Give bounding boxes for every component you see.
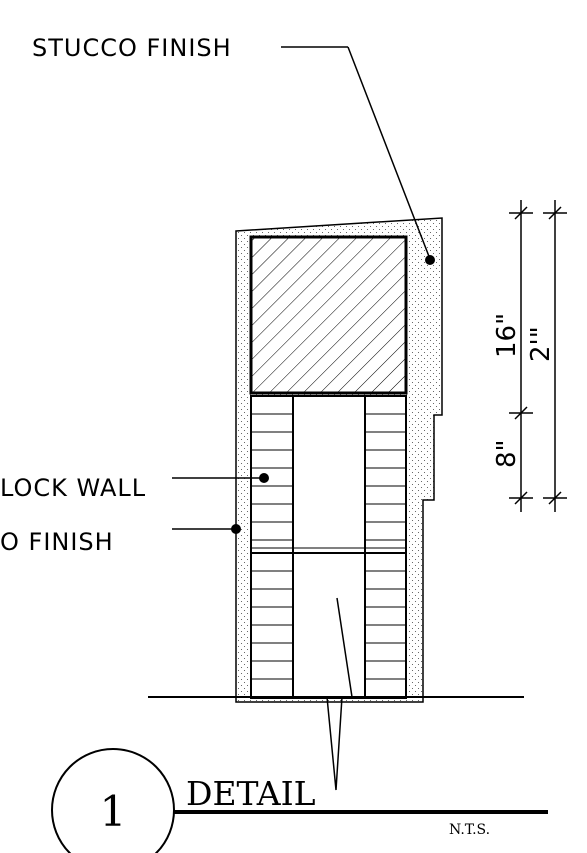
stucco-leader-dot xyxy=(425,255,435,265)
stucco-left-leader-dot xyxy=(231,524,241,534)
detail-number: 1 xyxy=(100,787,127,836)
block-wall-label: LOCK WALL xyxy=(0,474,146,502)
stucco-finish-label: STUCCO FINISH xyxy=(32,34,232,62)
block-wall xyxy=(250,395,407,699)
dimension-8-label: 8" xyxy=(492,439,522,468)
dimension-16-label: 16" xyxy=(492,313,522,358)
stucco-left-label: O FINISH xyxy=(0,528,114,556)
block-wall-leader-dot xyxy=(259,473,269,483)
dimension-2ft-label: 2'" xyxy=(526,326,556,362)
detail-scale: N.T.S. xyxy=(449,822,490,838)
break-line xyxy=(320,597,353,791)
dimension-line-inner xyxy=(509,200,533,512)
detail-title: DETAIL xyxy=(186,774,316,813)
dimension-line-outer xyxy=(543,200,567,512)
